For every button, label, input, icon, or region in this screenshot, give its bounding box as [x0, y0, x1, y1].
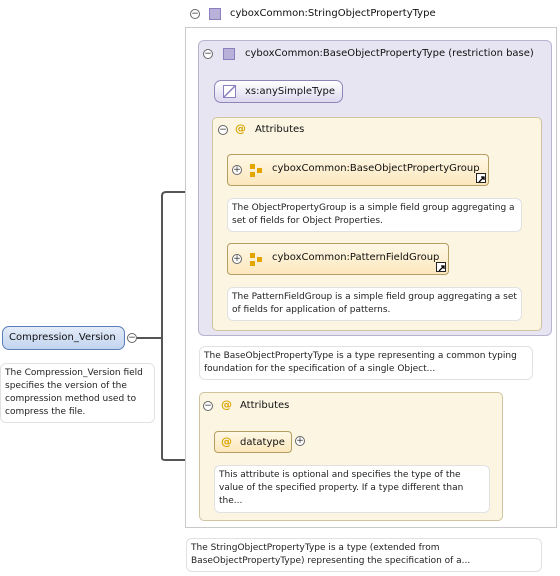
- base-type-description: The BaseObjectPropertyType is a type rep…: [199, 346, 533, 380]
- datatype-label: datatype: [240, 437, 285, 448]
- attributes-at-icon: @: [235, 122, 246, 135]
- attribute-group-icon: [250, 164, 263, 177]
- type-description: The StringObjectPropertyType is a type (…: [186, 538, 542, 572]
- attribute-group-box[interactable]: [227, 154, 489, 186]
- complex-type-icon: [209, 8, 221, 20]
- attribute-group-label: cyboxCommon:BaseObjectPropertyGroup: [272, 163, 480, 174]
- datatype-attribute-box[interactable]: @ datatype: [214, 431, 292, 453]
- group-expand-toggle[interactable]: +: [232, 165, 242, 175]
- attributes-at-icon: @: [221, 398, 232, 411]
- connector-trunk: [137, 191, 186, 461]
- base-attributes-label: Attributes: [255, 124, 305, 135]
- datatype-at-icon: @: [221, 435, 232, 448]
- type-attributes-label: Attributes: [240, 400, 290, 411]
- root-collapse-toggle[interactable]: −: [127, 333, 137, 343]
- base-collapse-toggle[interactable]: −: [203, 49, 213, 59]
- attribute-group-icon: [250, 253, 263, 266]
- base-attributes-toggle[interactable]: −: [218, 125, 228, 135]
- attribute-group-box[interactable]: [227, 243, 449, 275]
- base-type-icon: [223, 48, 235, 60]
- root-description: The Compression_Version field specifies …: [0, 363, 155, 423]
- group-expand-toggle[interactable]: +: [232, 254, 242, 264]
- root-element-box[interactable]: Compression_Version: [2, 326, 125, 350]
- datatype-expand-toggle[interactable]: +: [295, 436, 305, 446]
- simple-type-box[interactable]: xs:anySimpleType: [214, 80, 343, 103]
- simple-type-icon: [223, 85, 236, 98]
- attribute-group-description: The PatternFieldGroup is a simple field …: [227, 287, 522, 321]
- attribute-group-label: cyboxCommon:PatternFieldGroup: [272, 252, 440, 263]
- base-type-label: cyboxCommon:BaseObjectPropertyType (rest…: [245, 48, 534, 59]
- type-attributes-toggle[interactable]: −: [203, 401, 213, 411]
- external-link-icon[interactable]: [476, 173, 486, 183]
- type-label: cyboxCommon:StringObjectPropertyType: [230, 8, 436, 19]
- datatype-description: This attribute is optional and specifies…: [214, 465, 490, 513]
- simple-type-label: xs:anySimpleType: [245, 86, 335, 97]
- external-link-icon[interactable]: [436, 262, 446, 272]
- root-element-label: Compression_Version: [9, 332, 116, 343]
- attribute-group-description: The ObjectPropertyGroup is a simple fiel…: [227, 198, 522, 232]
- type-collapse-toggle[interactable]: −: [190, 9, 200, 19]
